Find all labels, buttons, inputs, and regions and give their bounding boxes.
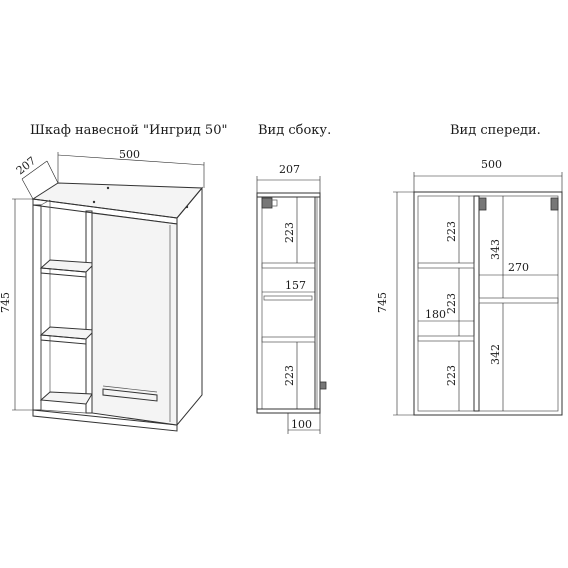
iso-height-label: 745 xyxy=(0,292,12,313)
front-right-top-label: 343 xyxy=(489,239,502,260)
iso-shelf-3 xyxy=(39,391,93,405)
side-bracket xyxy=(261,197,273,209)
side-bottom-label: 100 xyxy=(291,418,312,431)
iso-top-panel xyxy=(31,182,204,219)
side-view xyxy=(256,176,327,434)
front-hinge-1 xyxy=(478,197,487,211)
iso-door-handle xyxy=(102,388,158,402)
side-view-title: Вид сбоку. xyxy=(258,123,332,138)
side-shelf-bottom-label: 223 xyxy=(283,365,296,386)
front-left-bottom-label: 223 xyxy=(445,365,458,386)
side-outer xyxy=(256,192,321,414)
iso-door xyxy=(91,212,178,426)
iso-left-panel xyxy=(32,204,42,411)
side-shelf-2 xyxy=(261,336,316,343)
iso-divider xyxy=(85,210,93,414)
front-outer xyxy=(413,191,563,416)
iso-dim-lines xyxy=(12,152,205,411)
front-shelf-right xyxy=(478,297,559,304)
front-compartment-width-label: 180 xyxy=(425,308,446,321)
iso-cabinet: 500 207 745 xyxy=(0,148,205,432)
front-inner-width-label: 270 xyxy=(508,261,529,274)
side-shelf-1 xyxy=(261,262,316,269)
side-knob xyxy=(319,381,327,390)
front-left-mid-label: 223 xyxy=(445,293,458,314)
side-shelf-top-label: 223 xyxy=(283,222,296,243)
side-shelf-depth-label: 157 xyxy=(285,279,306,292)
front-height-label: 745 xyxy=(376,292,389,313)
front-width-label: 500 xyxy=(481,158,502,171)
front-divider xyxy=(473,195,480,412)
iso-right-side xyxy=(176,186,203,427)
iso-bottom-panel xyxy=(32,409,178,432)
front-view-title: Вид спереди. xyxy=(450,123,541,138)
iso-depth-label: 207 xyxy=(14,154,39,177)
front-view xyxy=(393,172,563,416)
front-hinge-2 xyxy=(550,197,559,211)
iso-width-label: 500 xyxy=(119,148,140,161)
front-shelf-left-2 xyxy=(417,335,475,342)
iso-view-title: Шкаф навесной "Ингрид 50" xyxy=(30,123,228,138)
front-left-top-label: 223 xyxy=(445,221,458,242)
front-shelf-left-1 xyxy=(417,262,475,269)
front-right-bottom-label: 342 xyxy=(489,344,502,365)
side-depth-label: 207 xyxy=(279,163,300,176)
